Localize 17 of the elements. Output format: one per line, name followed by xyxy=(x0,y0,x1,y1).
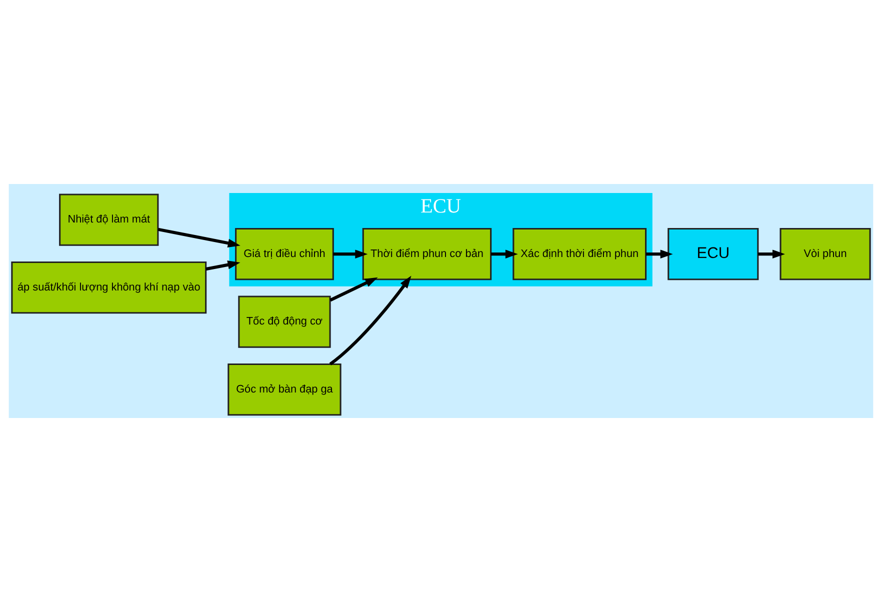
arrow xyxy=(158,227,240,247)
arrow xyxy=(646,249,673,258)
arrow xyxy=(329,275,412,365)
arrow xyxy=(490,249,518,258)
node-box: Giá trị điều chỉnh xyxy=(235,228,334,280)
node-box: ECU xyxy=(668,228,759,280)
arrow xyxy=(206,260,240,270)
node-box: Vòi phun xyxy=(780,228,871,280)
arrow xyxy=(758,249,785,258)
node-box: Tốc độ động cơ xyxy=(238,295,331,348)
node-box: Nhiệt độ làm mát xyxy=(59,193,159,246)
node-box: Xác định thời điểm phun xyxy=(512,228,647,280)
arrow xyxy=(333,249,368,258)
node-box: Thời điểm phun cơ bản xyxy=(362,228,492,280)
arrow xyxy=(330,276,378,302)
node-box: Góc mở bàn đạp ga xyxy=(228,363,342,416)
node-box: áp suất/khối lượng không khí nạp vào xyxy=(11,260,207,314)
